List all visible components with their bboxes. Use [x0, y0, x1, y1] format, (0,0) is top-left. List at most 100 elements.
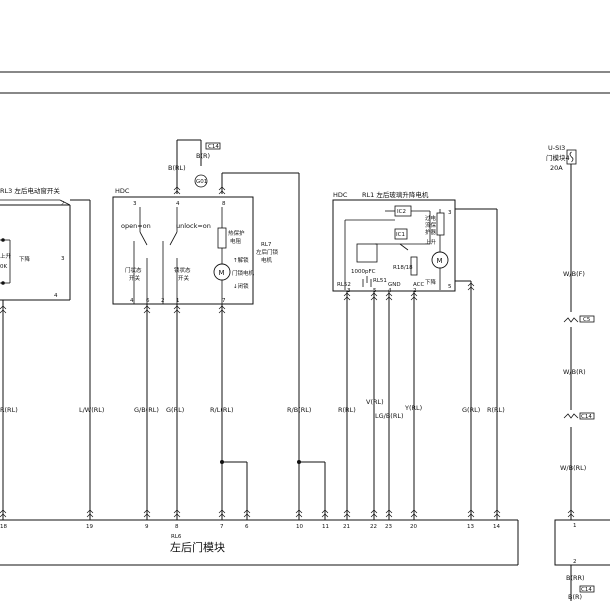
door-switch-label: 门状态开关 — [125, 266, 142, 282]
svg-text:6: 6 — [146, 298, 150, 304]
left-switch-pin-3: 3 — [61, 256, 65, 262]
wire-label-y-rl: Y(RL) — [404, 404, 422, 412]
svg-text:20: 20 — [410, 524, 417, 530]
svg-text:22: 22 — [370, 524, 377, 530]
svg-text:10: 10 — [296, 524, 303, 530]
svg-text:4: 4 — [130, 298, 134, 304]
svg-text:3: 3 — [133, 201, 137, 207]
left-window-switch: RL3 左后电动窗开关 2 3 4 上升 下降 0K — [0, 186, 71, 301]
svg-text:GND: GND — [388, 282, 401, 288]
right-tag-1: C5 — [583, 317, 591, 323]
svg-text:7: 7 — [220, 524, 224, 530]
svg-text:18: 18 — [0, 524, 7, 530]
window-ic1: IC1 — [396, 232, 405, 238]
window-up-label: 上升 — [425, 238, 437, 246]
right-ground-wire: B(RR) — [566, 574, 585, 582]
window-hdc-box — [332, 199, 456, 292]
lock-ground-tag: C14 — [208, 144, 219, 150]
svg-text:RL51: RL51 — [373, 278, 387, 284]
right-pin-1: 1 — [573, 523, 577, 529]
right-pin-2: 2 — [573, 559, 577, 565]
fuse-rating: 20A — [550, 164, 563, 172]
svg-text:ACC: ACC — [413, 282, 425, 288]
fuse-name: 门模块4 — [546, 153, 570, 162]
svg-text:1: 1 — [176, 298, 180, 304]
module-code: RL6 — [171, 534, 182, 540]
right-wire-2: W/B(R) — [563, 368, 586, 376]
svg-text:11: 11 — [322, 524, 329, 530]
wire-label-gb-rl: G/B(RL) — [134, 406, 159, 414]
lock-switch-label: 锁状态开关 — [174, 266, 191, 282]
wire-label-r-rl-14: R(RL) — [487, 406, 505, 414]
wire-label-v-rl: V(RL) — [366, 398, 384, 406]
window-pin-right-bottom: 5 — [448, 284, 452, 290]
wire-label-r-rl-18: R(RL) — [0, 406, 18, 414]
left-switch-pin-2: 2 — [61, 201, 65, 207]
window-motor-title: RL1 左后玻璃升降电机 — [362, 190, 429, 199]
wire-label-r-rl-21: R(RL) — [338, 406, 356, 414]
wire-label-rb-rl: R/B(RL) — [287, 406, 311, 414]
svg-text:23: 23 — [385, 524, 392, 530]
overload-label: 过电流保护器 — [425, 214, 437, 236]
wire-label-rl-rl: R/L(RL) — [210, 406, 234, 414]
svg-text:14: 14 — [493, 524, 500, 530]
window-ic2: IC2 — [397, 209, 406, 215]
window-hdc-label: HDC — [333, 191, 348, 199]
harness-wires — [2, 199, 415, 520]
lock-section: B(RL) B(R) C14 G01 HDC 3 4 8 4 6 2 1 7 o… — [112, 139, 300, 520]
svg-text:8: 8 — [222, 201, 226, 207]
switch-unlock-label: unlock=on — [176, 222, 211, 230]
fuse-code: U-SI3 — [548, 144, 565, 152]
lock-supply-wire: B(RL) — [168, 164, 186, 172]
svg-text:13: 13 — [467, 524, 474, 530]
right-ground-tag: C14 — [581, 587, 592, 593]
right-wire-3: W/B(RL) — [560, 464, 586, 472]
svg-text:4: 4 — [388, 288, 392, 294]
left-switch-ok: 0K — [0, 264, 7, 270]
svg-text:8: 8 — [175, 524, 179, 530]
wire-label-lw-rl: L/W(RL) — [79, 406, 104, 414]
svg-text:4: 4 — [176, 201, 180, 207]
window-resistor: R18/18 — [393, 265, 413, 271]
lock-label: ↓闭锁 — [233, 282, 249, 290]
lock-hdc-box — [112, 196, 254, 305]
right-ground-wire-2: B(R) — [568, 593, 582, 601]
svg-text:M: M — [219, 269, 225, 277]
right-tag-2: C14 — [581, 414, 592, 420]
motor-label: 门锁电机 — [232, 269, 255, 277]
left-switch-label: RL3 左后电动窗开关 — [0, 186, 60, 195]
module-name: 左后门模块 — [170, 540, 225, 554]
svg-text:M: M — [437, 257, 443, 265]
wire-label-g-rl: G(RL) — [166, 406, 184, 414]
switch-open-label: open=on — [121, 222, 151, 230]
svg-text:6: 6 — [245, 524, 249, 530]
svg-text:2: 2 — [413, 288, 417, 294]
window-pin-right-top: 3 — [448, 210, 452, 216]
svg-text:19: 19 — [86, 524, 93, 530]
lock-ground-symbol: G01 — [196, 179, 207, 185]
wire-label-g-rl-13: G(RL) — [462, 406, 480, 414]
window-capacitor: 1000pFC — [351, 269, 376, 275]
right-supply-column: U-SI3 门模块4 20A W/B(F) W/B(R) W/B(RL) C5 … — [546, 144, 610, 601]
svg-text:RL52: RL52 — [337, 282, 351, 288]
svg-text:3: 3 — [347, 288, 351, 294]
lock-component-name: 左后门锁电机 — [256, 248, 279, 264]
window-motor-section: HDC RL1 左后玻璃升降电机 IC2 IC1 1000pFC R18/18 … — [332, 190, 498, 520]
right-wire-1: W/B(F) — [563, 270, 585, 278]
lock-hdc-label: HDC — [115, 187, 130, 195]
svg-text:5: 5 — [373, 288, 377, 294]
door-module: 18 19 9 8 7 6 10 11 21 22 23 20 13 14 RL… — [0, 519, 519, 566]
svg-text:21: 21 — [343, 524, 350, 530]
lock-component-code: RL7 — [261, 242, 272, 248]
window-down-label: 下降 — [425, 278, 437, 286]
left-switch-pin-4: 4 — [54, 293, 58, 299]
connector-marks — [0, 186, 575, 518]
protector-label: 热保护电阻 — [228, 229, 245, 245]
svg-text:9: 9 — [145, 524, 149, 530]
lock-ground-wire: B(R) — [196, 152, 210, 160]
right-module-box — [554, 519, 610, 566]
left-switch-up: 上升 — [0, 252, 12, 260]
left-switch-down: 下降 — [19, 255, 31, 263]
unlock-label: ↑解锁 — [233, 256, 249, 264]
